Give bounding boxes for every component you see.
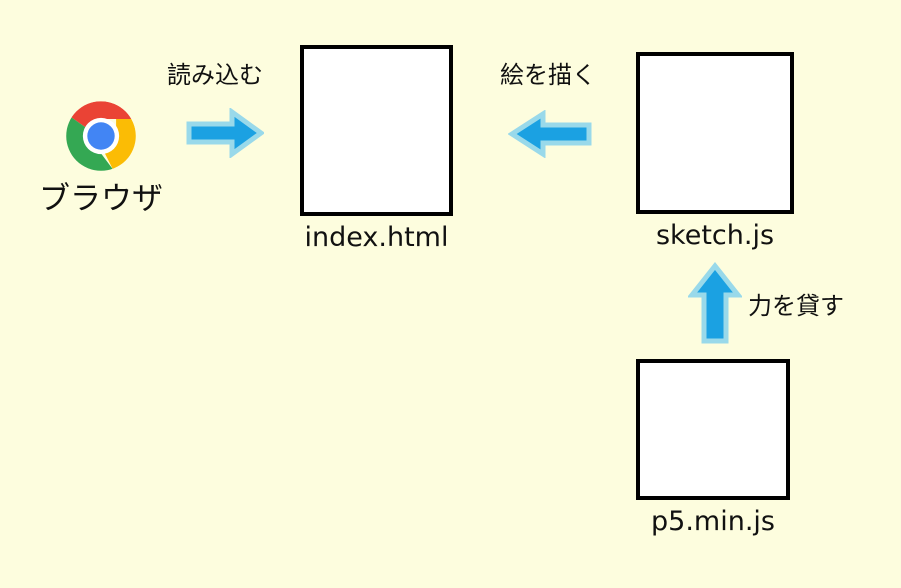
arrow-left-icon bbox=[507, 109, 592, 159]
node-p5-min-js: p5.min.js bbox=[636, 359, 790, 537]
file-box-index-html bbox=[300, 45, 453, 216]
file-label-p5-min-js: p5.min.js bbox=[651, 506, 775, 537]
file-label-index-html: index.html bbox=[304, 222, 449, 253]
browser-label: ブラウザ bbox=[39, 181, 163, 217]
edge-label-draw: 絵を描く bbox=[500, 61, 596, 89]
node-index-html: index.html bbox=[300, 45, 453, 253]
file-box-p5-min-js bbox=[636, 359, 790, 500]
edge-label-assist: 力を貸す bbox=[748, 292, 844, 320]
file-label-sketch-js: sketch.js bbox=[655, 220, 775, 251]
file-box-sketch-js bbox=[636, 52, 794, 214]
chrome-logo-icon bbox=[30, 96, 172, 176]
arrow-right-icon bbox=[186, 107, 266, 159]
edge-label-load: 読み込む bbox=[167, 61, 263, 89]
node-browser: ブラウザ bbox=[30, 96, 172, 216]
arrow-up-icon bbox=[686, 261, 744, 344]
node-sketch-js: sketch.js bbox=[636, 52, 794, 251]
